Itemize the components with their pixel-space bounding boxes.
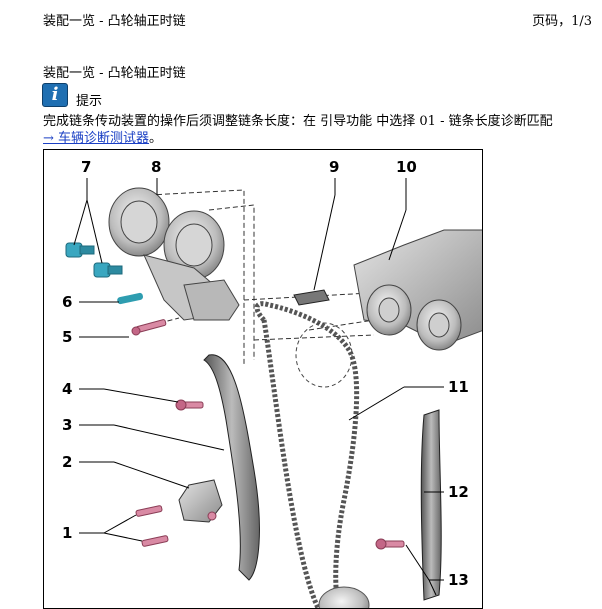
callout-9: 9 [329,158,340,176]
diagnostic-tester-link[interactable]: → 车辆诊断测试器 [43,131,150,146]
guide-rail-3 [203,354,260,581]
info-icon: i [42,83,68,107]
camshaft-adjuster-left [108,187,240,321]
note-label: 提示 [76,94,103,109]
callout-7: 7 [81,158,92,176]
guide-rail-12 [420,409,442,601]
callout-6: 6 [62,293,73,311]
note-link-line: → 车辆诊断测试器。 [43,127,162,146]
bolts-1 [135,505,169,547]
callout-10: 10 [396,158,417,176]
callout-2: 2 [62,453,73,471]
chain-tensioner-2 [178,479,223,523]
slide-rail-9 [293,289,330,306]
timing-chain-11 [254,301,360,608]
section-title: 装配一览 - 凸轮轴正时链 [43,66,186,81]
bolt-5 [131,319,167,336]
bolt-4 [175,399,204,411]
callout-8: 8 [151,158,162,176]
exploded-view-figure: 7 8 9 10 6 5 4 11 3 2 12 1 13 [43,149,483,609]
callout-12: 12 [448,483,469,501]
page-number: 页码，1/3 [532,14,592,29]
note-link-suffix: 。 [149,131,163,146]
callout-1: 1 [62,524,73,542]
pin-6 [117,292,143,305]
crankshaft-sprocket [318,586,370,608]
camshaft-head-10 [353,229,482,351]
callout-11: 11 [448,378,469,396]
leader-lines [73,178,444,596]
callout-4: 4 [62,380,73,398]
timing-chain-illustration [65,178,482,608]
document-title: 装配一览 - 凸轮轴正时链 [43,14,186,29]
note-text: 完成链条传动装置的操作后须调整链条长度：在 引导功能 中选择 01 - 链条长度… [43,114,553,129]
bolts-7 [65,242,123,278]
callout-5: 5 [62,328,73,346]
callout-13: 13 [448,571,469,589]
callout-3: 3 [62,416,73,434]
bolt-13 [375,538,405,550]
